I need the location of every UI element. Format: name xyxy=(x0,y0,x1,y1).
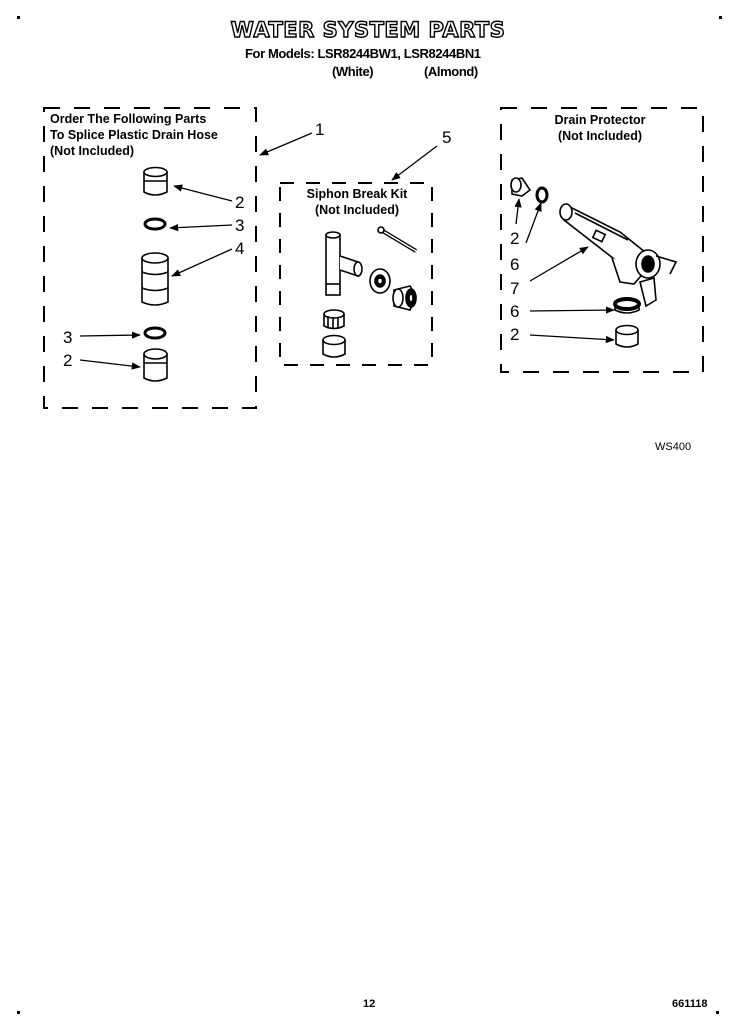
callout-5: 5 xyxy=(442,128,452,147)
drain-coupling xyxy=(615,324,639,348)
doc-number: 661118 xyxy=(672,998,708,1010)
drain-ring xyxy=(613,297,641,314)
callout-2-drain-bottom: 2 xyxy=(510,325,520,344)
models-line: For Models: LSR8244BW1, LSR8244BN1 xyxy=(245,46,481,61)
siphon-adapter xyxy=(392,285,417,311)
callout-7: 7 xyxy=(510,279,520,298)
callout-3-top: 3 xyxy=(235,216,245,235)
drain-coupling-small xyxy=(510,177,532,197)
siphon-tee xyxy=(325,231,363,296)
siphon-label-line2: (Not Included) xyxy=(314,203,399,217)
connector-tube xyxy=(141,252,169,306)
splice-leaders xyxy=(79,132,313,370)
callout-2-drain-top: 2 xyxy=(510,229,520,248)
splice-group-label: Order The Following Parts To Splice Plas… xyxy=(50,111,218,159)
diagram-code: WS400 xyxy=(655,441,692,453)
coupling-bottom xyxy=(143,348,168,382)
siphon-pin xyxy=(377,226,418,253)
coupling-top xyxy=(143,166,168,196)
drain-parts xyxy=(510,177,678,348)
registration-marks xyxy=(17,16,722,1014)
siphon-group-label: Siphon Break Kit (Not Included) xyxy=(282,186,432,218)
drain-group-label: Drain Protector (Not Included) xyxy=(505,112,695,144)
siphon-group-box xyxy=(279,182,433,366)
splice-label-line3: (Not Included) xyxy=(50,144,135,158)
variant-almond: (Almond) xyxy=(424,64,478,79)
drain-protector-body xyxy=(559,203,678,308)
callout-1: 1 xyxy=(315,120,325,139)
page-number: 12 xyxy=(363,998,376,1010)
drain-ring-small xyxy=(535,186,549,204)
splice-label-line2: To Splice Plastic Drain Hose xyxy=(50,128,218,142)
splice-parts xyxy=(141,166,169,382)
callout-4: 4 xyxy=(235,239,245,258)
callout-3-bottom: 3 xyxy=(63,328,73,347)
siphon-leader xyxy=(391,145,438,181)
siphon-label-line1: Siphon Break Kit xyxy=(306,187,408,201)
callout-2-bottom: 2 xyxy=(63,351,73,370)
splice-group-box xyxy=(43,107,257,409)
clamp-ring-bottom xyxy=(143,326,167,340)
variant-white: (White) xyxy=(332,64,374,79)
drain-leaders xyxy=(514,198,615,344)
callout-6-drain-bottom: 6 xyxy=(510,302,520,321)
siphon-grommet xyxy=(323,309,345,330)
page-title: WATER SYSTEM PARTS xyxy=(230,17,506,42)
siphon-nut xyxy=(369,268,391,294)
siphon-cap xyxy=(322,334,346,358)
drain-group-box xyxy=(500,107,704,373)
callout-2-top: 2 xyxy=(235,193,245,212)
splice-label-line1: Order The Following Parts xyxy=(50,112,207,126)
callout-6-drain-top: 6 xyxy=(510,255,520,274)
clamp-ring-top xyxy=(143,217,167,231)
drain-label-line2: (Not Included) xyxy=(557,129,642,143)
siphon-parts xyxy=(322,226,418,358)
drain-label-line1: Drain Protector xyxy=(554,113,646,127)
